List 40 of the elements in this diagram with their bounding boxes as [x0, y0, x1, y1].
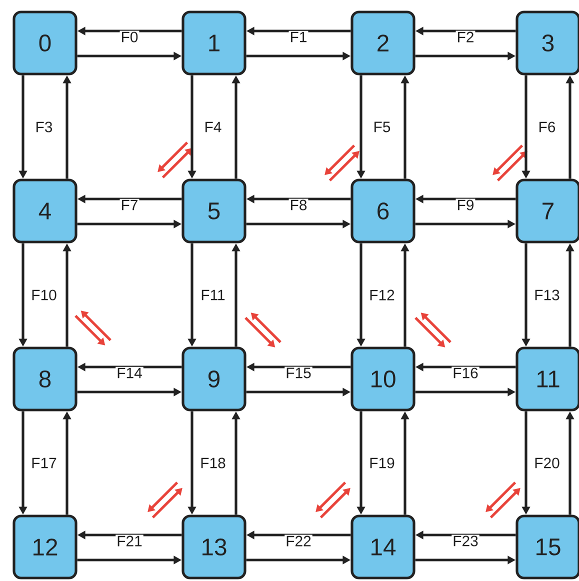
- edge-label: F6: [537, 120, 557, 134]
- edge-label: F3: [34, 120, 54, 134]
- node-box: 9: [182, 346, 246, 412]
- edge-label: F7: [120, 198, 140, 212]
- node-box: 3: [516, 10, 579, 76]
- node-box: 15: [516, 514, 579, 580]
- edge-label: F17: [30, 456, 58, 470]
- node-box: 6: [350, 178, 416, 244]
- node-box: 7: [516, 178, 579, 244]
- edge-label: F0: [120, 30, 140, 44]
- edge-label: F16: [452, 366, 480, 380]
- node-box: 8: [12, 346, 78, 412]
- edge-label: F18: [199, 456, 227, 470]
- edge-label: F5: [372, 120, 392, 134]
- node-box: 5: [182, 178, 246, 244]
- node-box: 11: [516, 346, 579, 412]
- edge-label: F11: [200, 288, 226, 302]
- node-box: 13: [182, 514, 246, 580]
- node-box: 2: [350, 10, 416, 76]
- edge-label: F1: [288, 30, 308, 44]
- edge-label: F12: [368, 288, 396, 302]
- node-box: 14: [350, 514, 416, 580]
- edge-label: F4: [203, 120, 223, 134]
- node-box: 1: [182, 10, 246, 76]
- node-box: 0: [12, 10, 78, 76]
- edge-label: F10: [30, 288, 58, 302]
- edge-label: F22: [284, 534, 312, 548]
- edge-label: F15: [284, 366, 312, 380]
- edge-label: F13: [533, 288, 561, 302]
- edge-label: F9: [456, 198, 476, 212]
- edge-label: F20: [533, 456, 561, 470]
- edge-label: F23: [452, 534, 480, 548]
- edge-label: F19: [368, 456, 396, 470]
- node-box: 10: [350, 346, 416, 412]
- edge-label: F14: [116, 366, 144, 380]
- edge-label: F2: [456, 30, 476, 44]
- node-box: 12: [12, 514, 78, 580]
- edge-label: F8: [288, 198, 308, 212]
- node-box: 4: [12, 178, 78, 244]
- edge-label: F21: [116, 534, 144, 548]
